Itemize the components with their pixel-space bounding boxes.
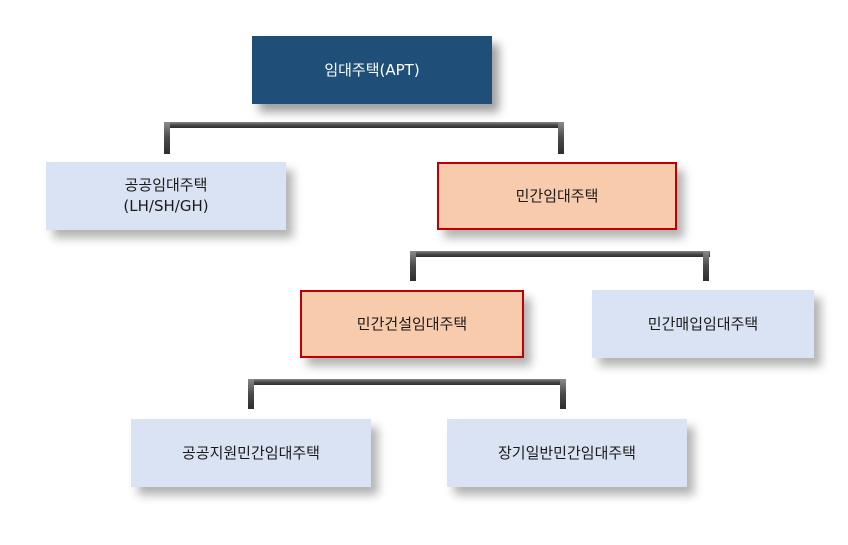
connector-root-children [164,122,564,154]
node-private-construction-rental: 민간건설임대주택 [300,290,524,358]
connector-private-children [410,251,710,281]
node-long-term-general-private-rental: 장기일반민간임대주택 [447,419,687,487]
node-public-rental: 공공임대주택 (LH/SH/GH) [46,162,286,230]
node-rental-housing-apt: 임대주택(APT) [252,36,492,104]
node-private-rental: 민간임대주택 [437,162,677,230]
connector-construction-children [248,379,566,409]
node-public-support-private-rental: 공공지원민간임대주택 [131,419,371,487]
node-private-purchase-rental: 민간매입임대주택 [592,290,814,358]
